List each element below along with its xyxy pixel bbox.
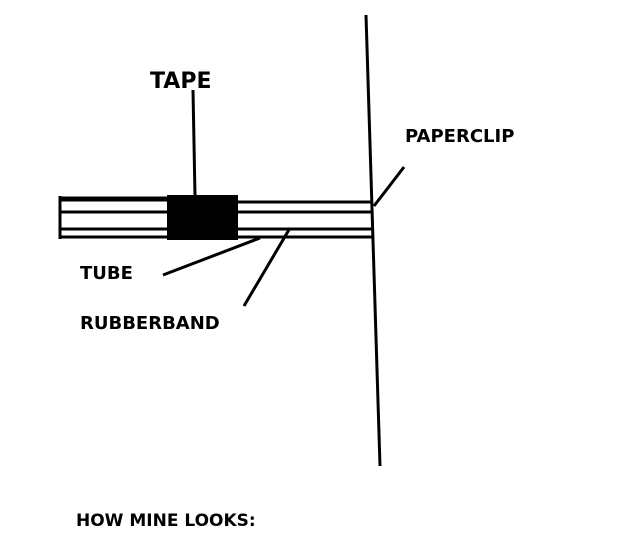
rubberband-label: RUBBERBAND (80, 313, 220, 334)
tape-leader (191, 89, 197, 197)
tape-block (167, 195, 238, 240)
caption: HOW MINE LOOKS: (76, 511, 256, 531)
paperclip-leader (372, 166, 406, 207)
rubberband-leader (242, 227, 292, 307)
tube-label: TUBE (80, 263, 133, 284)
tube-leader (162, 236, 261, 277)
paperclip-label: PAPERCLIP (405, 126, 514, 147)
wall-line (364, 14, 382, 467)
tape-label: TAPE (150, 69, 211, 94)
